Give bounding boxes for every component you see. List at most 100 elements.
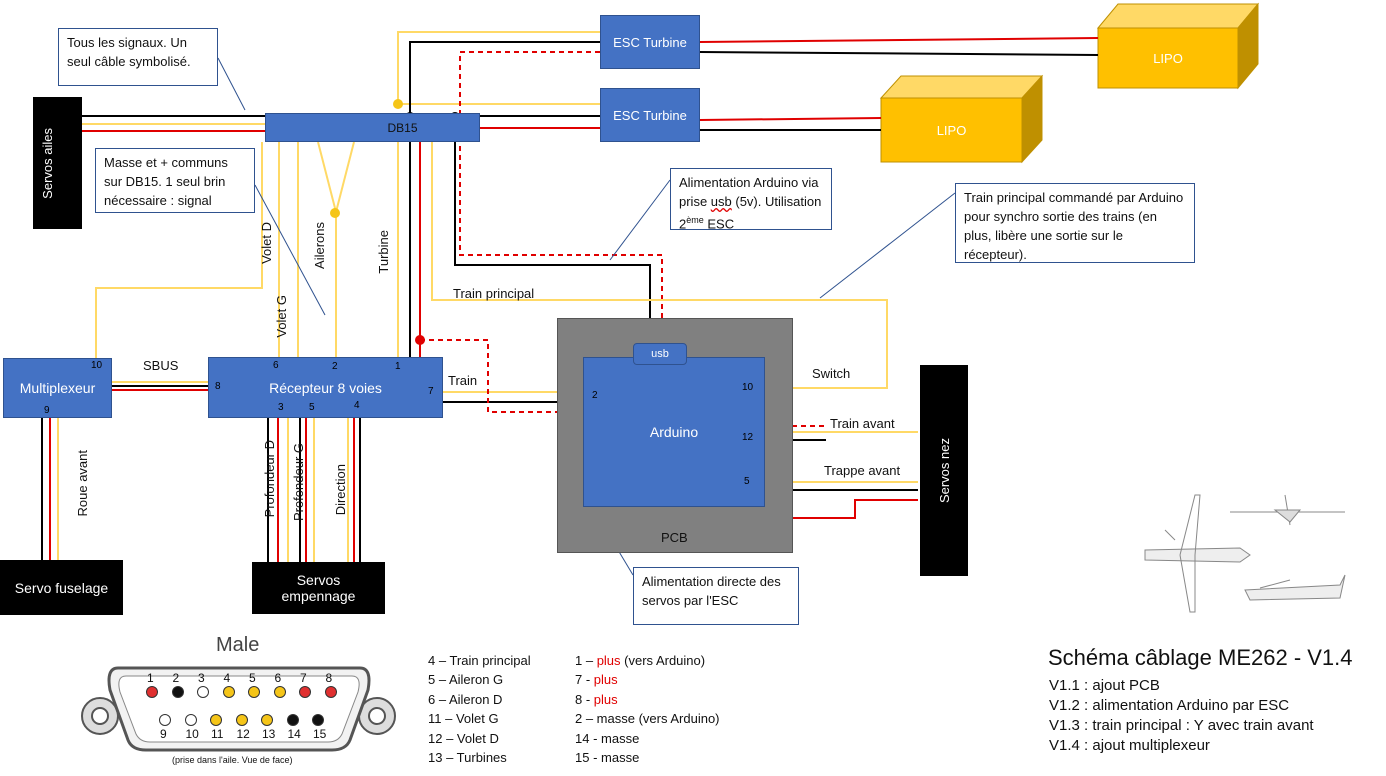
servos-nez: Servos nez: [920, 365, 968, 576]
db15-block: DB15: [265, 113, 480, 142]
connector-bottom-number-11: 11: [211, 727, 224, 741]
lipo-2: LIPO: [881, 98, 1022, 162]
pin-legend-left-item: 5 – Aileron G: [428, 672, 504, 688]
arduino-pin-5: 5: [744, 476, 750, 487]
label-train-avant: Train avant: [830, 416, 895, 431]
connector-top-pin-6: [273, 686, 286, 698]
pin-legend-right-item: 8 - plus: [575, 691, 618, 707]
label-train-principal: Train principal: [453, 286, 535, 301]
arduino: Arduino: [583, 357, 765, 507]
arduino-pin-10: 10: [742, 382, 754, 393]
callout-alim-directe: Alimentation directe des servos par l'ES…: [633, 567, 799, 625]
connector-top-number-4: 4: [223, 671, 231, 685]
connector-bottom-pin-14: [286, 714, 299, 726]
callout-alim-arduino: Alimentation Arduino via prise usb (5v).…: [670, 168, 832, 232]
callout-masse: Masse et + communs sur DB15. 1 seul brin…: [95, 148, 255, 213]
lipo-2-label: LIPO: [936, 122, 967, 138]
rx-pin-6: 6: [273, 360, 279, 371]
recepteur-label: Récepteur 8 voies: [269, 379, 382, 396]
usb-label: usb: [651, 348, 669, 360]
connector-title: Male: [216, 634, 260, 656]
connector-bottom-number-13: 13: [262, 727, 276, 741]
label-volet-g: Volet G: [274, 295, 289, 338]
recepteur-8-voies: Récepteur 8 voies: [208, 357, 443, 418]
pin-legend-left-item: 13 – Turbines: [428, 750, 507, 765]
multiplexeur: Multiplexeur: [3, 358, 112, 418]
connector-bottom-pin-15: [312, 714, 324, 726]
version-item: V1.2 : alimentation Arduino par ESC: [1049, 697, 1290, 714]
label-turbine: Turbine: [376, 230, 391, 274]
label-profondeur-g: Profondeur G: [291, 443, 306, 522]
label-train: Train: [448, 373, 478, 388]
label-volet-d: Volet D: [259, 222, 274, 264]
rx-pin-8: 8: [215, 381, 221, 392]
rx-pin-2: 2: [332, 361, 338, 372]
connector-bottom-number-14: 14: [287, 727, 301, 741]
pin-legend-right-item: 2 – masse (vers Arduino): [575, 711, 720, 727]
version-item: V1.4 : ajout multiplexeur: [1049, 737, 1210, 754]
rx-pin-3: 3: [278, 402, 284, 413]
servo-fuselage-label: Servo fuselage: [14, 579, 109, 596]
alim-arduino-text-1: Alimentation Arduino via prise: [679, 175, 819, 209]
connector-caption: (prise dans l'aile. Vue de face): [172, 755, 293, 765]
mux-pin-9: 9: [44, 405, 50, 416]
servos-empennage: Servos empennage: [252, 562, 385, 614]
arduino-pin-12: 12: [742, 432, 754, 443]
alim-arduino-usb: usb: [710, 194, 732, 209]
pin-legend-left-item: 4 – Train principal: [428, 653, 531, 668]
pin-legend-left-item: 12 – Volet D: [428, 730, 499, 746]
connector-bottom-pin-9: [159, 714, 171, 726]
connector-top-number-5: 5: [249, 671, 256, 685]
lipo-2-box: [879, 74, 1044, 164]
rx-pin-1: 1: [395, 361, 401, 372]
label-direction: Direction: [333, 464, 348, 516]
esc-turbine-1-label: ESC Turbine: [613, 34, 687, 50]
alim-arduino-sup: ème: [686, 215, 704, 225]
pin-legend-left-item: 6 – Aileron D: [428, 691, 503, 707]
connector-top-number-6: 6: [274, 671, 282, 685]
connector-bottom-pin-13: [261, 714, 273, 726]
connector-top-pin-2: [171, 686, 184, 698]
pin-legend-right-item: 15 - masse: [575, 750, 640, 765]
connector-bottom-number-15: 15: [313, 727, 327, 741]
alim-arduino-text-2: (5v). Utilisation 2: [679, 194, 822, 232]
servo-fuselage: Servo fuselage: [0, 560, 123, 615]
rx-pin-5: 5: [309, 402, 315, 413]
lipo-1-label: LIPO: [1153, 50, 1183, 66]
connector-bottom-pin-11: [210, 714, 222, 726]
servos-ailes-label: Servos ailes: [39, 127, 55, 199]
rx-pin-7: 7: [428, 386, 434, 397]
multiplexeur-label: Multiplexeur: [19, 380, 96, 396]
alim-arduino-text-3: ESC: [703, 216, 735, 232]
arduino-pin-2: 2: [592, 390, 598, 401]
label-switch: Switch: [812, 366, 851, 381]
pin-legend-right-item: 1 – plus (vers Arduino): [575, 653, 706, 668]
connector-top-pin-5: [248, 686, 260, 698]
rx-pin-4: 4: [354, 400, 360, 411]
callout-signaux: Tous les signaux. Un seul câble symbolis…: [58, 28, 218, 86]
usb-port: usb: [633, 343, 687, 365]
lipo-1: LIPO: [1098, 28, 1238, 88]
connector-top-pin-7: [299, 686, 311, 698]
pin-legend-right-item: 7 - plus: [575, 672, 618, 688]
servos-ailes: Servos ailes: [33, 97, 82, 229]
label-ailerons: Ailerons: [312, 222, 327, 269]
pin-legend-left-item: 11 – Volet G: [428, 711, 499, 727]
lipo-1-box: [1096, 2, 1260, 90]
connector-bottom-pin-10: [184, 714, 197, 726]
servos-nez-label: Servos nez: [936, 437, 952, 504]
connector-bottom-number-12: 12: [236, 727, 250, 741]
connector-bottom-number-10: 10: [185, 727, 199, 741]
mux-pin-10: 10: [91, 360, 103, 371]
label-sbus: SBUS: [143, 358, 179, 373]
connector-top-number-3: 3: [198, 671, 205, 685]
arduino-label: Arduino: [649, 424, 699, 440]
esc-turbine-2-label: ESC Turbine: [613, 107, 687, 123]
connector-top-pin-1: [146, 686, 158, 698]
servos-empennage-label: Servos empennage: [281, 572, 356, 604]
label-roue-avant: Roue avant: [75, 450, 90, 517]
esc-turbine-2: ESC Turbine: [600, 88, 700, 142]
callout-train-principal: Train principal commandé par Arduino pou…: [955, 183, 1195, 263]
version-item: V1.1 : ajout PCB: [1049, 677, 1160, 694]
version-item: V1.3 : train principal : Y avec train av…: [1049, 717, 1314, 734]
